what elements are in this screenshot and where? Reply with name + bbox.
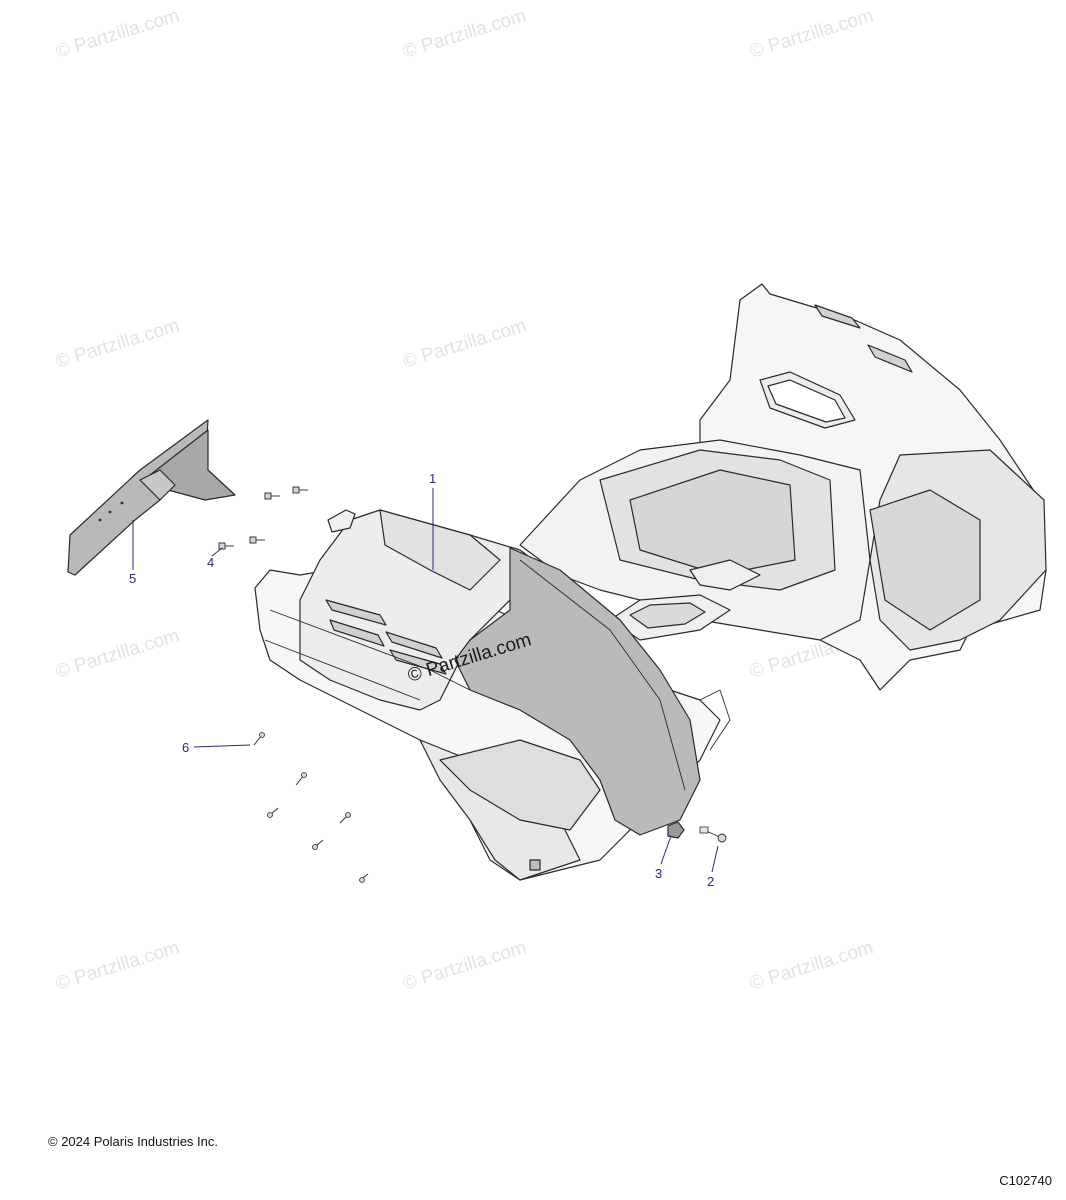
part-1-rear-fender[interactable]	[254, 283, 1047, 881]
part-4-screws[interactable]	[218, 486, 308, 550]
watermark-text: © Partzilla.com	[400, 315, 529, 373]
diagram-code: C102740	[999, 1173, 1052, 1188]
callout-label-4: 4	[207, 555, 214, 570]
leader-3	[660, 835, 672, 865]
part-6-screws[interactable]	[253, 732, 369, 883]
inner-splash-panel	[454, 547, 701, 836]
watermark-text: © Partzilla.com	[53, 315, 182, 373]
callout-label-1: 1	[429, 471, 436, 486]
part-2-bolt[interactable]	[699, 826, 727, 843]
part-5-deflector[interactable]	[67, 419, 236, 576]
callout-leaders	[132, 488, 719, 873]
callout-label-6: 6	[182, 740, 189, 755]
callout-label-3: 3	[655, 866, 662, 881]
copyright-notice: © 2024 Polaris Industries Inc.	[48, 1134, 218, 1149]
part-3-nut[interactable]	[667, 821, 685, 839]
watermark-text: © Partzilla.com	[53, 5, 182, 63]
leader-6	[193, 744, 251, 748]
watermark-text: © Partzilla.com	[400, 5, 529, 63]
leader-4	[211, 547, 223, 557]
watermark-text: © Partzilla.com	[400, 937, 529, 995]
leader-2	[711, 845, 719, 873]
watermark-text: © Partzilla.com	[747, 937, 876, 995]
watermark-text: © Partzilla.com	[53, 625, 182, 683]
callout-label-2: 2	[707, 874, 714, 889]
callout-labels: 1 2 3 4 5 6	[129, 471, 714, 889]
callout-label-5: 5	[129, 571, 136, 586]
watermark-text: © Partzilla.com	[53, 937, 182, 995]
watermark-text: © Partzilla.com	[747, 5, 876, 63]
